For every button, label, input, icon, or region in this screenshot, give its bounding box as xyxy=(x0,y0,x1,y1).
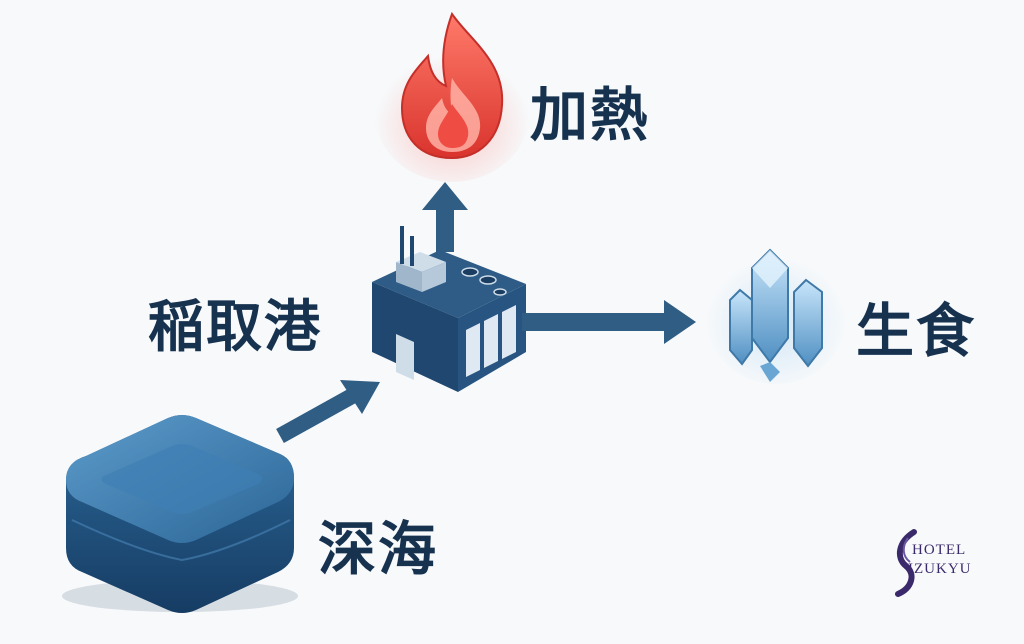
label-heat: 加熱 xyxy=(530,81,651,149)
logo-swirl-icon xyxy=(895,529,917,597)
arrow-to-raw xyxy=(522,300,696,344)
label-port: 稲取港 xyxy=(148,295,322,360)
label-raw: 生食 xyxy=(856,297,977,365)
arrow-to-port xyxy=(276,380,380,443)
hotel-logo: HOTEL IZUKYU xyxy=(888,528,988,598)
logo-text-line2: IZUKYU xyxy=(908,561,972,577)
ice-crystal-icon xyxy=(706,248,846,384)
deep-sea-block-icon xyxy=(62,415,298,613)
label-deep-sea: 深海 xyxy=(318,515,439,583)
logo-text-line1: HOTEL xyxy=(912,542,967,558)
port-building-icon xyxy=(372,226,526,392)
flame-icon xyxy=(374,11,530,182)
arrow-to-heat xyxy=(422,182,468,252)
